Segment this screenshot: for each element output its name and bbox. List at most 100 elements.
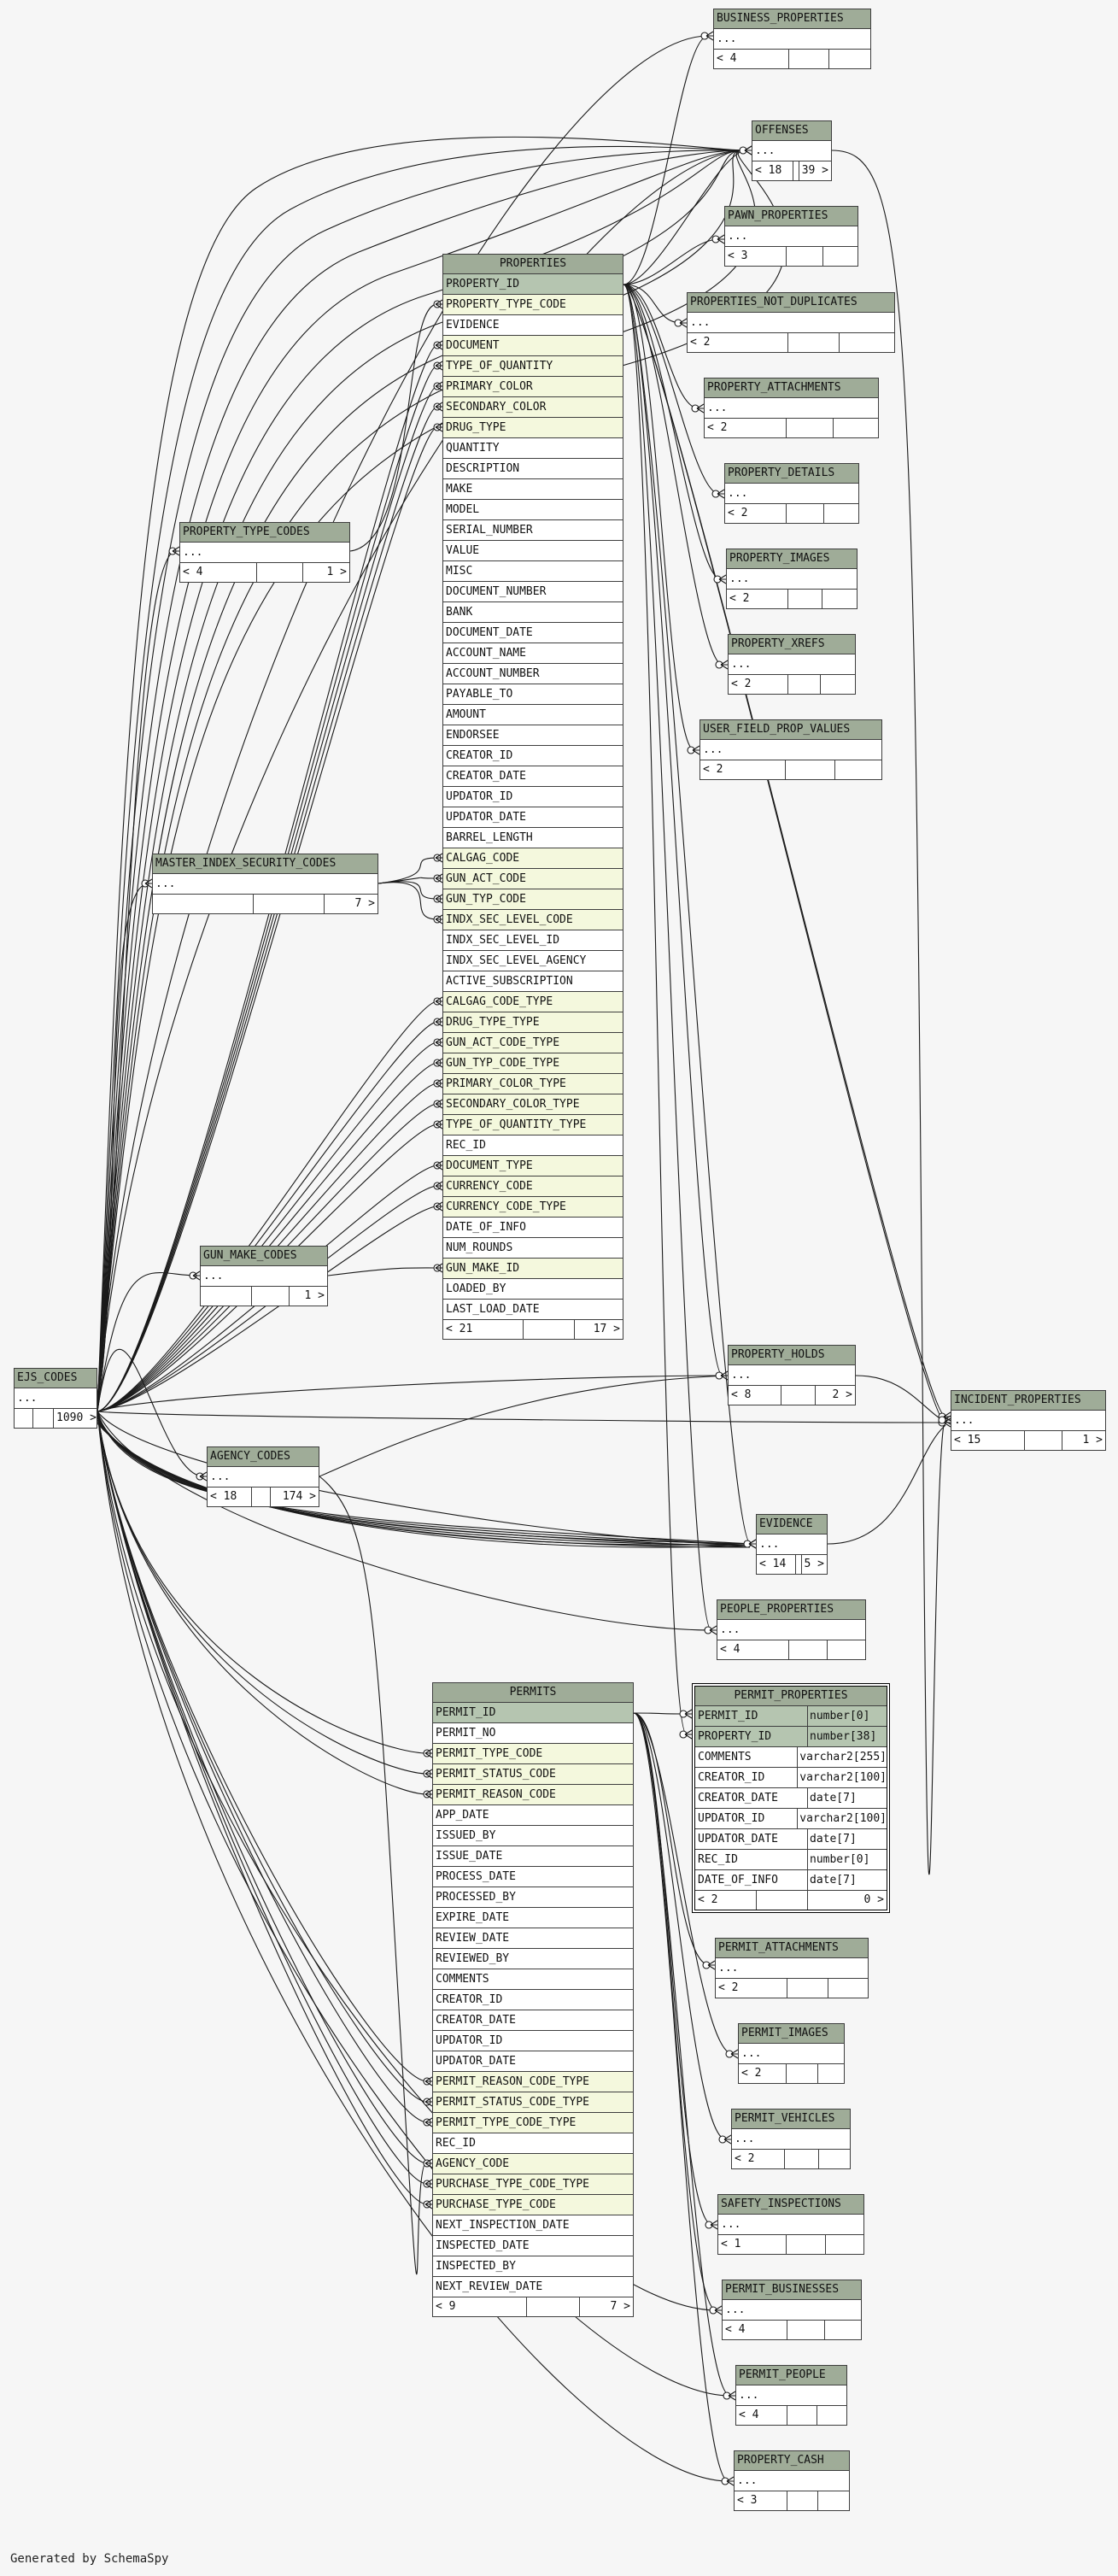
table-column-row[interactable]: PROPERTY_TYPE_CODE (443, 295, 623, 315)
table-column-row[interactable]: APP_DATE (433, 1805, 633, 1826)
table-permit-people[interactable]: PERMIT_PEOPLE ... < 4 (735, 2365, 847, 2426)
table-column-row[interactable]: LAST_LOAD_DATE (443, 1300, 623, 1320)
table-column-row[interactable]: ACTIVE_SUBSCRIPTION (443, 971, 623, 992)
table-column-row[interactable]: COMMENTS (433, 1969, 633, 1990)
table-column-row[interactable]: CURRENCY_CODE (443, 1177, 623, 1197)
table-column-row[interactable]: GUN_ACT_CODE (443, 869, 623, 889)
table-column-row[interactable]: PROCESSED_BY (433, 1887, 633, 1908)
table-column-row[interactable]: MODEL (443, 500, 623, 520)
table-column-row[interactable]: PROPERTY_ID (443, 274, 623, 295)
table-column-row[interactable]: GUN_MAKE_ID (443, 1259, 623, 1279)
table-column-row[interactable]: DESCRIPTION (443, 459, 623, 479)
table-column-row[interactable]: GUN_TYP_CODE_TYPE (443, 1053, 623, 1074)
table-column-row[interactable]: INDX_SEC_LEVEL_AGENCY (443, 951, 623, 971)
table-column-row[interactable]: CREATOR_ID (433, 1990, 633, 2010)
table-column-row[interactable]: DOCUMENT (443, 336, 623, 356)
table-property-attachments[interactable]: PROPERTY_ATTACHMENTS ... < 2 (704, 378, 879, 438)
table-column-row[interactable]: UPDATOR_DATE (433, 2051, 633, 2072)
table-column-row[interactable]: EXPIRE_DATE (433, 1908, 633, 1928)
table-column-row[interactable]: AMOUNT (443, 705, 623, 725)
table-column-row[interactable]: ACCOUNT_NUMBER (443, 664, 623, 684)
table-column-row[interactable]: INDX_SEC_LEVEL_ID (443, 930, 623, 951)
table-column-row[interactable]: SERIAL_NUMBER (443, 520, 623, 541)
table-business-properties[interactable]: BUSINESS_PROPERTIES ... < 4 (713, 9, 871, 69)
table-column-row[interactable]: REC_ID (443, 1135, 623, 1156)
table-property-xrefs[interactable]: PROPERTY_XREFS ... < 2 (728, 634, 856, 695)
table-column-row[interactable]: UPDATOR_ID (433, 2031, 633, 2051)
table-column-row[interactable]: MAKE (443, 479, 623, 500)
table-column-row[interactable]: REVIEWED_BY (433, 1949, 633, 1969)
table-column-row[interactable]: DOCUMENT_NUMBER (443, 582, 623, 602)
table-column-row[interactable]: DOCUMENT_DATE (443, 623, 623, 643)
table-permit-businesses[interactable]: PERMIT_BUSINESSES ... < 4 (722, 2280, 862, 2340)
table-column-row[interactable]: CURRENCY_CODE_TYPE (443, 1197, 623, 1218)
table-master-index-security-codes[interactable]: MASTER_INDEX_SECURITY_CODES ... 7 > (152, 854, 378, 914)
table-column-row[interactable]: VALUE (443, 541, 623, 561)
table-column-row[interactable]: DOCUMENT_TYPE (443, 1156, 623, 1177)
table-column-row[interactable]: AGENCY_CODE (433, 2154, 633, 2174)
table-ejs-codes[interactable]: EJS_CODES ... 1090 > (14, 1368, 97, 1429)
table-column-row[interactable]: CREATOR_ID (443, 746, 623, 766)
table-column-row[interactable]: PERMIT_TYPE_CODE (433, 1744, 633, 1764)
table-property-details[interactable]: PROPERTY_DETAILS ... < 2 (724, 463, 859, 524)
table-user-field-prop-values[interactable]: USER_FIELD_PROP_VALUES ... < 2 (699, 719, 882, 780)
table-column-row[interactable]: INSPECTED_DATE (433, 2236, 633, 2256)
table-column-row[interactable]: ISSUED_BY (433, 1826, 633, 1846)
table-column-row[interactable]: PAYABLE_TO (443, 684, 623, 705)
table-column-row[interactable]: INDX_SEC_LEVEL_CODE (443, 910, 623, 930)
table-pawn-properties[interactable]: PAWN_PROPERTIES ... < 3 (724, 206, 858, 267)
table-property-cash[interactable]: PROPERTY_CASH ... < 3 (734, 2450, 850, 2511)
table-column-row[interactable]: ISSUE_DATE (433, 1846, 633, 1867)
table-column-row[interactable]: PURCHASE_TYPE_CODE (433, 2195, 633, 2215)
table-people-properties[interactable]: PEOPLE_PROPERTIES ... < 4 (717, 1599, 866, 1660)
table-column-row[interactable]: DATE_OF_INFO (443, 1218, 623, 1238)
table-column-row[interactable]: SECONDARY_COLOR (443, 397, 623, 418)
table-column-row[interactable]: PERMIT_ID (433, 1703, 633, 1723)
table-column-row[interactable]: TYPE_OF_QUANTITY_TYPE (443, 1115, 623, 1135)
table-column-row[interactable]: PRIMARY_COLOR_TYPE (443, 1074, 623, 1094)
table-column-row[interactable]: SECONDARY_COLOR_TYPE (443, 1094, 623, 1115)
table-column-row[interactable]: DRUG_TYPE_TYPE (443, 1012, 623, 1033)
table-column-row[interactable]: BANK (443, 602, 623, 623)
table-column-row[interactable]: REVIEW_DATE (433, 1928, 633, 1949)
table-column-row[interactable]: PURCHASE_TYPE_CODE_TYPE (433, 2174, 633, 2195)
table-permit-vehicles[interactable]: PERMIT_VEHICLES ... < 2 (731, 2109, 851, 2169)
table-column-row[interactable]: INSPECTED_BY (433, 2256, 633, 2277)
table-column-row[interactable]: PROCESS_DATE (433, 1867, 633, 1887)
table-permit-attachments[interactable]: PERMIT_ATTACHMENTS ... < 2 (715, 1938, 869, 1998)
table-column-row[interactable]: NUM_ROUNDS (443, 1238, 623, 1259)
table-column-row[interactable]: NEXT_INSPECTION_DATE (433, 2215, 633, 2236)
table-column-row[interactable]: TYPE_OF_QUANTITY (443, 356, 623, 377)
table-column-row[interactable]: REC_ID (433, 2133, 633, 2154)
table-column-row[interactable]: LOADED_BY (443, 1279, 623, 1300)
table-safety-inspections[interactable]: SAFETY_INSPECTIONS ... < 1 (717, 2194, 864, 2255)
table-column-row[interactable]: PERMIT_STATUS_CODE (433, 1764, 633, 1785)
table-column-row[interactable]: CALGAG_CODE (443, 848, 623, 869)
table-column-row[interactable]: PERMIT_REASON_CODE (433, 1785, 633, 1805)
table-properties-not-duplicates[interactable]: PROPERTIES_NOT_DUPLICATES ... < 2 (687, 292, 895, 353)
table-column-row[interactable]: BARREL_LENGTH (443, 828, 623, 848)
table-column-row[interactable]: DRUG_TYPE (443, 418, 623, 438)
table-column-row[interactable]: NEXT_REVIEW_DATE (433, 2277, 633, 2297)
table-column-row[interactable]: PERMIT_REASON_CODE_TYPE (433, 2072, 633, 2092)
table-column-row[interactable]: PERMIT_NO (433, 1723, 633, 1744)
table-column-row[interactable]: MISC (443, 561, 623, 582)
table-column-row[interactable]: GUN_ACT_CODE_TYPE (443, 1033, 623, 1053)
table-column-row[interactable]: QUANTITY (443, 438, 623, 459)
table-column-row[interactable]: EVIDENCE (443, 315, 623, 336)
table-column-row[interactable]: CREATOR_DATE (433, 2010, 633, 2031)
table-property-images[interactable]: PROPERTY_IMAGES ... < 2 (726, 549, 858, 609)
